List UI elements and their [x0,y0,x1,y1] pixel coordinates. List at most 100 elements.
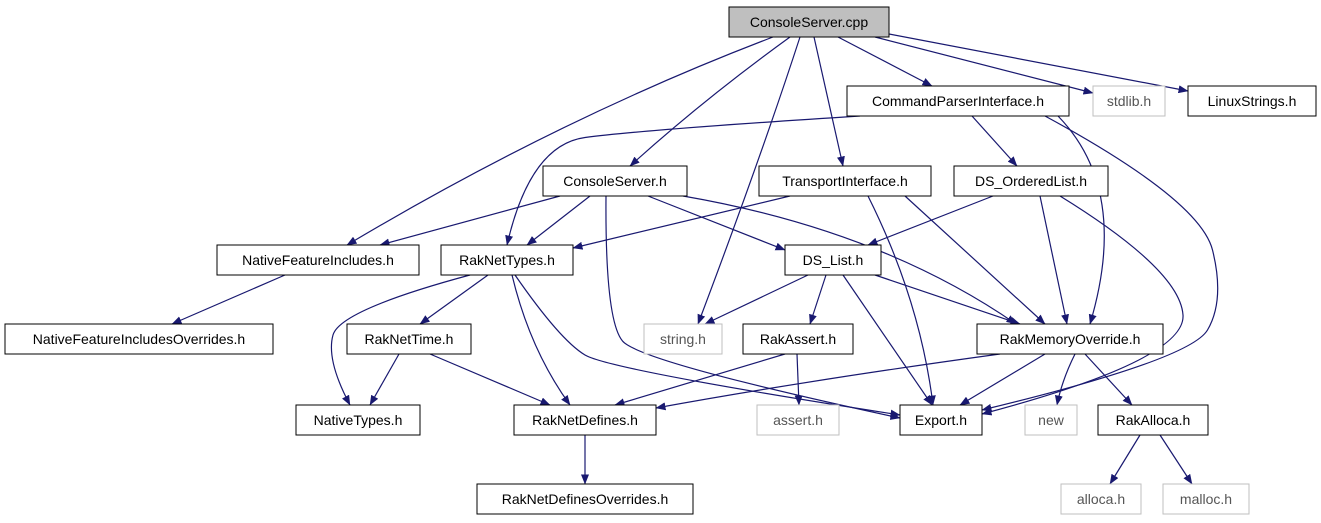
node-box-raknettime_h [346,323,472,355]
node-box-raknettypes_h [440,244,574,276]
edge-ds_orderedlist_h-to-rakmemoryoverride_h [1039,195,1069,325]
node-box-alloca_h [1060,483,1142,515]
edge-commandparserinterface_h-to-rakmemoryoverride_h [1057,115,1105,325]
node-box-string_h [643,323,723,355]
node-rakmemoryoverride_h[interactable]: RakMemoryOverride.h [976,323,1164,355]
edge-rakassert_h-to-assert_h [794,353,803,406]
node-stdlib_h: stdlib.h [1092,85,1166,117]
edge-nativefeatureincludes_h-to-nativefeatureincludesoverrides_h [171,274,286,325]
node-nativefeatureincludes_h[interactable]: NativeFeatureIncludes.h [216,244,420,276]
edge-consoleserver_cpp-to-string_h [697,36,801,325]
node-nativetypes_h[interactable]: NativeTypes.h [295,404,421,436]
node-label-ds_orderedlist_h: DS_OrderedList.h [975,173,1087,189]
node-box-raknetdefines_h [513,404,657,436]
node-box-commandparserinterface_h [846,85,1070,117]
edge-commandparserinterface_h-to-raknettypes_h [505,115,861,246]
edge-rakalloca_h-to-malloc_h [1159,434,1193,485]
edge-rakmemoryoverride_h-to-raknetdefines_h [655,353,1001,411]
node-label-raknettime_h: RakNetTime.h [365,331,454,347]
node-export_h[interactable]: Export.h [899,404,983,436]
node-label-rakmemoryoverride_h: RakMemoryOverride.h [1000,331,1141,347]
node-rakalloca_h[interactable]: RakAlloca.h [1097,404,1209,436]
node-string_h: string.h [643,323,723,355]
edge-raknettypes_h-to-raknettime_h [419,274,489,325]
edges-layer [171,33,1219,485]
node-box-transportinterface_h [758,165,932,197]
node-box-consoleserver_cpp [728,6,890,38]
node-raknetdefinesoverrides_h[interactable]: RakNetDefinesOverrides.h [476,483,694,515]
node-box-raknetdefinesoverrides_h [476,483,694,515]
nodes-layer: ConsoleServer.cppCommandParserInterface.… [4,6,1317,515]
node-raknettypes_h[interactable]: RakNetTypes.h [440,244,574,276]
edge-rakmemoryoverride_h-to-rakalloca_h [1084,353,1133,406]
node-rakassert_h[interactable]: RakAssert.h [742,323,854,355]
edge-consoleserver_h-to-raknettypes_h [526,195,591,246]
edge-ds_orderedlist_h-to-export_h [981,195,1184,416]
edge-transportinterface_h-to-raknettypes_h [572,195,791,250]
node-label-rakalloca_h: RakAlloca.h [1116,412,1191,428]
node-label-nativefeatureincludesoverrides_h: NativeFeatureIncludesOverrides.h [33,331,245,347]
node-commandparserinterface_h[interactable]: CommandParserInterface.h [846,85,1070,117]
edge-consoleserver_h-to-nativefeatureincludes_h [379,195,561,247]
node-assert_h: assert.h [756,404,840,436]
node-label-new: new [1038,412,1065,428]
edge-consoleserver_h-to-export_h [605,195,901,420]
node-transportinterface_h[interactable]: TransportInterface.h [758,165,932,197]
node-box-ds_orderedlist_h [953,165,1109,197]
edge-rakassert_h-to-raknetdefines_h [614,353,786,407]
node-label-transportinterface_h: TransportInterface.h [782,173,908,189]
node-label-raknetdefinesoverrides_h: RakNetDefinesOverrides.h [502,491,669,507]
edge-rakalloca_h-to-alloca_h [1109,434,1141,485]
node-label-linuxstrings_h: LinuxStrings.h [1208,93,1297,109]
node-label-nativetypes_h: NativeTypes.h [314,412,403,428]
node-box-linuxstrings_h [1187,85,1317,117]
node-consoleserver_cpp[interactable]: ConsoleServer.cpp [728,6,890,38]
edge-consoleserver_cpp-to-stdlib_h [874,36,1094,95]
node-box-nativefeatureincludesoverrides_h [4,323,274,355]
node-ds_orderedlist_h[interactable]: DS_OrderedList.h [953,165,1109,197]
edge-transportinterface_h-to-export_h [867,195,936,406]
node-label-ds_list_h: DS_List.h [803,252,864,268]
node-box-rakassert_h [742,323,854,355]
edge-raknettypes_h-to-nativetypes_h [330,274,471,406]
edge-ds_list_h-to-rakassert_h [809,274,827,325]
node-alloca_h: alloca.h [1060,483,1142,515]
node-label-commandparserinterface_h: CommandParserInterface.h [872,93,1044,109]
edge-raknettypes_h-to-export_h [514,274,901,418]
edge-consoleserver_cpp-to-consoleserver_h [629,36,791,167]
edge-consoleserver_cpp-to-linuxstrings_h [888,33,1189,94]
edge-ds_orderedlist_h-to-ds_list_h [867,195,994,246]
edge-commandparserinterface_h-to-export_h [981,115,1219,412]
node-box-malloc_h [1162,483,1250,515]
edge-ds_list_h-to-rakmemoryoverride_h [874,274,1021,325]
node-label-string_h: string.h [660,331,706,347]
node-box-stdlib_h [1092,85,1166,117]
edge-rakmemoryoverride_h-to-export_h [959,353,1046,406]
node-box-new [1024,404,1078,436]
node-label-raknettypes_h: RakNetTypes.h [459,252,555,268]
edge-ds_list_h-to-string_h [704,274,809,325]
edge-consoleserver_cpp-to-transportinterface_h [813,36,845,167]
node-raknettime_h[interactable]: RakNetTime.h [346,323,472,355]
node-nativefeatureincludesoverrides_h[interactable]: NativeFeatureIncludesOverrides.h [4,323,274,355]
edge-transportinterface_h-to-rakmemoryoverride_h [904,195,1046,325]
edge-raknettypes_h-to-raknetdefines_h [511,274,571,406]
node-raknetdefines_h[interactable]: RakNetDefines.h [513,404,657,436]
edge-rakmemoryoverride_h-to-new [1054,353,1076,406]
node-box-export_h [899,404,983,436]
node-box-rakmemoryoverride_h [976,323,1164,355]
edge-consoleserver_cpp-to-nativefeatureincludes_h [346,36,774,246]
node-consoleserver_h[interactable]: ConsoleServer.h [542,165,688,197]
node-label-rakassert_h: RakAssert.h [760,331,836,347]
edge-commandparserinterface_h-to-ds_orderedlist_h [971,115,1018,167]
node-box-ds_list_h [784,244,882,276]
node-linuxstrings_h[interactable]: LinuxStrings.h [1187,85,1317,117]
node-label-stdlib_h: stdlib.h [1107,93,1151,109]
node-box-assert_h [756,404,840,436]
node-box-nativefeatureincludes_h [216,244,420,276]
node-label-raknetdefines_h: RakNetDefines.h [532,412,638,428]
edge-ds_list_h-to-export_h [842,274,933,406]
node-ds_list_h[interactable]: DS_List.h [784,244,882,276]
node-label-assert_h: assert.h [773,412,823,428]
